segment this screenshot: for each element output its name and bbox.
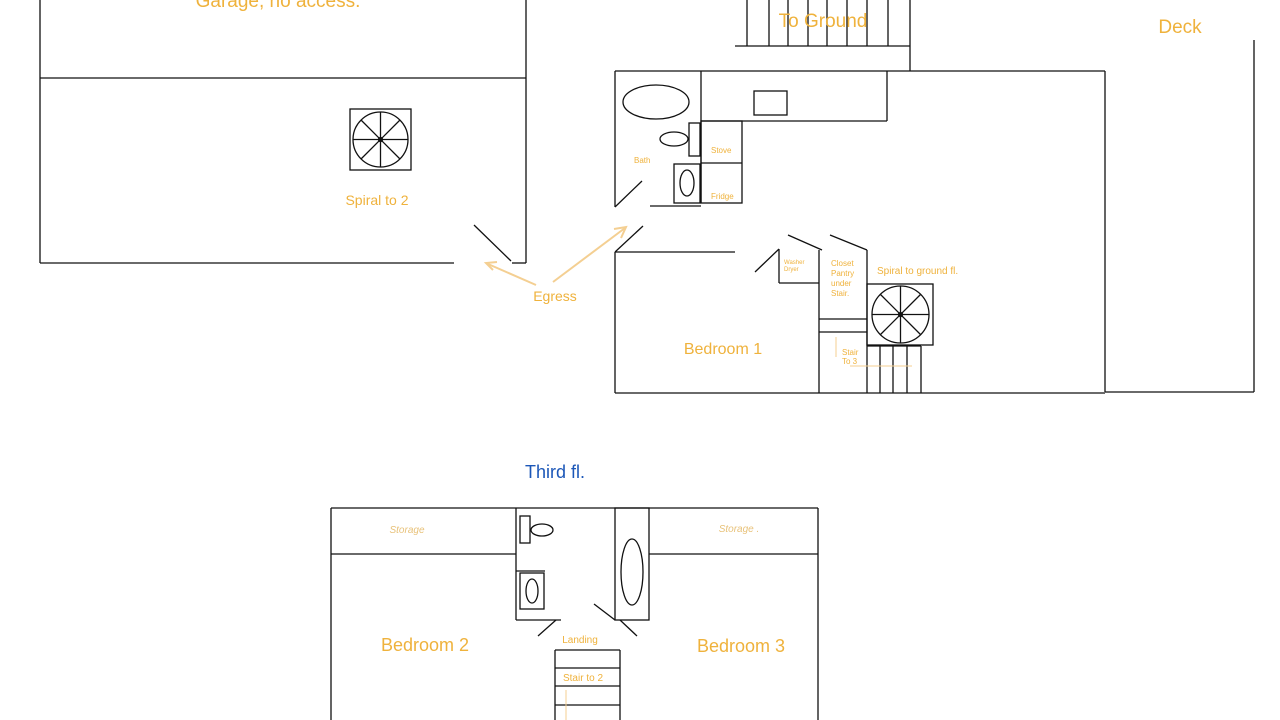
egress-label: Egress bbox=[533, 288, 577, 304]
stair-to-3-label-b: To 3 bbox=[842, 357, 858, 366]
egress-door-left bbox=[473, 224, 512, 262]
washer-label: Washer bbox=[784, 260, 804, 266]
spiral-ground-label: Spiral to ground fl. bbox=[877, 266, 958, 277]
to-ground-label: To Ground bbox=[779, 11, 868, 32]
spiral-to-2-label: Spiral to 2 bbox=[345, 192, 408, 208]
storage-right-label: Storage . bbox=[719, 524, 760, 535]
egress-arrows bbox=[483, 225, 628, 286]
dryer-label: Dryer bbox=[784, 267, 799, 273]
spiral-stair-icon bbox=[349, 108, 412, 171]
sink-icon bbox=[753, 90, 788, 116]
bathtub-icon bbox=[620, 538, 644, 606]
closet-label-4: Stair. bbox=[831, 289, 849, 298]
stair-to-3-label-a: Stair bbox=[842, 348, 859, 357]
toilet-icon bbox=[659, 131, 689, 147]
landing-label: Landing bbox=[562, 635, 598, 646]
third-floor-title: Third fl. bbox=[525, 462, 585, 482]
bedroom-3-label: Bedroom 3 bbox=[697, 636, 785, 656]
bath-label: Bath bbox=[634, 156, 650, 165]
third-floor bbox=[330, 507, 819, 720]
closet-label-2: Pantry bbox=[831, 269, 854, 278]
closet-label-1: Closet bbox=[831, 259, 854, 268]
garage-block bbox=[39, 0, 527, 264]
garage-label: Garage, no access. bbox=[196, 0, 361, 12]
deck-label: Deck bbox=[1158, 17, 1202, 38]
stove-label: Stove bbox=[711, 146, 732, 155]
bedroom-2-label: Bedroom 2 bbox=[381, 635, 469, 655]
spiral-stair-icon bbox=[866, 283, 934, 346]
egress-door-right bbox=[614, 225, 644, 253]
stairs-to-ground bbox=[735, 0, 911, 71]
storage-left-label: Storage bbox=[389, 525, 424, 536]
closet-label-3: under bbox=[831, 279, 852, 288]
bedroom-1-label: Bedroom 1 bbox=[684, 341, 762, 358]
stair-to-2-label: Stair to 2 bbox=[563, 673, 603, 684]
toilet-icon bbox=[530, 523, 554, 537]
fridge-label: Fridge bbox=[711, 192, 734, 201]
second-floor bbox=[614, 70, 1106, 394]
bath-door bbox=[614, 180, 643, 208]
bathtub-icon bbox=[622, 84, 690, 120]
